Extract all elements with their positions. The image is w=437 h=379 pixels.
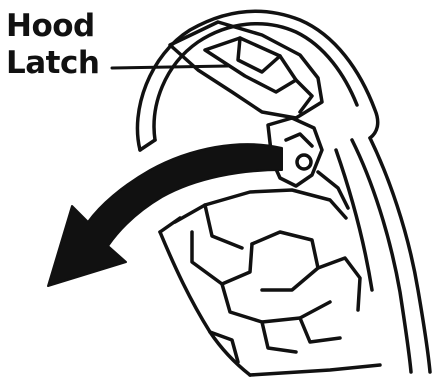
latch-pin: [286, 134, 312, 146]
lower-step-3: [300, 318, 340, 342]
cavity-left: [160, 218, 180, 232]
internal-wall-2: [252, 232, 318, 290]
cavity-rib: [205, 205, 242, 248]
hood-rim: [140, 140, 155, 150]
callout-leader-line: [112, 66, 228, 68]
lower-step-2: [262, 322, 296, 352]
right-rail-inner: [352, 140, 411, 372]
lower-base: [250, 365, 380, 375]
rotation-arrow: [48, 144, 282, 286]
latch-screw: [297, 155, 311, 169]
callout-label-latch: Latch: [6, 46, 99, 80]
callout-label-hood: Hood: [6, 9, 95, 43]
lower-body-outline: [175, 190, 346, 222]
right-rail-outer: [370, 138, 430, 372]
latch-hinge: [296, 80, 312, 112]
internal-wall-4: [318, 258, 360, 310]
latch-housing: [170, 22, 322, 118]
